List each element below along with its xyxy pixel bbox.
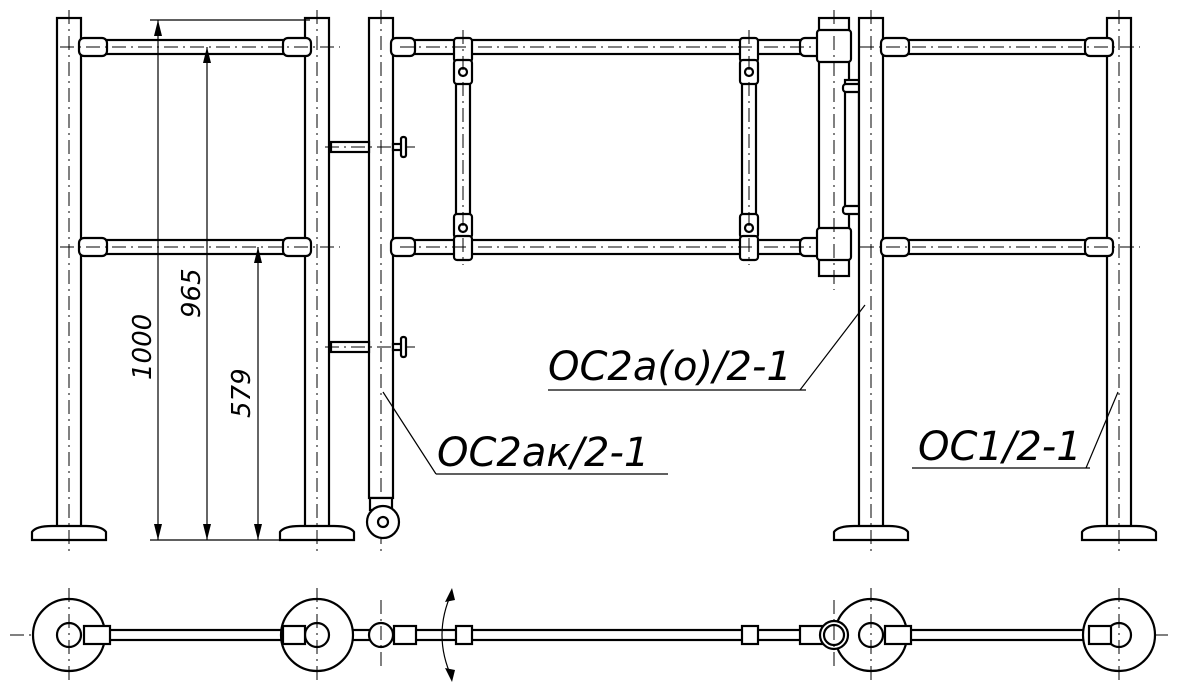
gate-leaf-elevation [389,30,830,265]
label-gate-leaf: ОС2а(о)/2-1 [548,344,792,390]
label-fence-section: ОС1/2-1 [918,424,1082,470]
dim-top-rail-height: 965 [177,268,207,318]
dim-mid-rail-height: 579 [227,368,257,418]
callouts: ОС2ак/2-1 ОС2а(о)/2-1 ОС1/2-1 [382,304,1119,476]
hinge-post-elevation [815,10,863,290]
gate-post-elevation [325,10,415,555]
left-section-elevation [30,10,356,555]
plan-view [10,588,1170,685]
right-section-elevation [832,10,1158,555]
dimension-lines: 1000 965 579 [128,19,310,541]
label-gate-post: ОС2ак/2-1 [437,430,649,476]
dim-total-height: 1000 [128,314,158,380]
